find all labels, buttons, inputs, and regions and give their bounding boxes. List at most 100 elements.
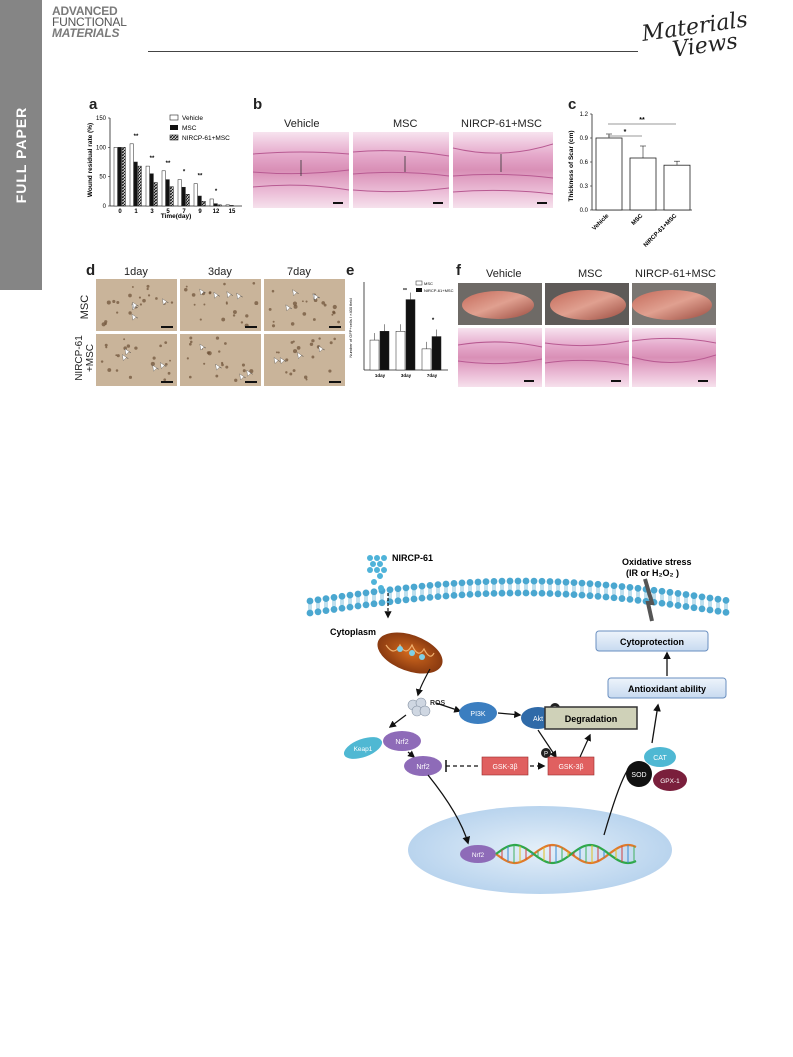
membrane-lipid-head <box>354 602 362 610</box>
panel-e-legend-msc: MSC <box>424 281 433 286</box>
membrane-lipid-head <box>626 583 634 591</box>
panel-d-arrow <box>132 301 139 309</box>
panel-d-cell <box>292 301 298 306</box>
panel-d-cell <box>293 349 298 354</box>
membrane-lipid-head <box>690 592 698 600</box>
panel-a-ytick-label: 50 <box>99 175 106 181</box>
panel-a-bar <box>153 182 158 207</box>
panel-e-legend: MSC NIRCP-61+MSC <box>415 280 454 293</box>
panel-d-cell <box>241 363 246 367</box>
panel-d-cell <box>101 322 106 327</box>
panel-d-cell <box>186 357 189 360</box>
panel-c-ylabel: Thickness of Scar (cm) <box>568 130 575 201</box>
membrane-lipid-head <box>562 590 570 598</box>
panel-a-bar <box>169 186 174 207</box>
panel-d-cell <box>223 282 226 286</box>
gsk3b-label: GSK-3β <box>492 764 517 771</box>
panel-d-cell <box>328 369 332 373</box>
panel-d-col-3day: 3day <box>208 266 232 278</box>
nrf2-nuclear-node: Nrf2 <box>460 845 496 863</box>
panel-c-xtick-label: NIRCP-61+MSC <box>643 213 679 249</box>
panel-a-legend: Vehicle MSC NIRCP-61+MSC <box>169 114 230 142</box>
panel-f-histo-vehicle <box>458 328 542 387</box>
cat-node: CAT <box>644 747 676 767</box>
panel-d-cell <box>123 346 127 350</box>
panel-e-xtick-label: 3day <box>401 373 412 378</box>
panel-d-cell <box>245 314 249 318</box>
panel-c-bar <box>595 137 623 211</box>
panel-a-bar <box>161 170 166 207</box>
membrane-lipid-head <box>698 605 706 613</box>
panel-d-cell <box>191 293 196 297</box>
membrane-lipid-head <box>562 578 570 586</box>
membrane-lipid-head <box>714 607 722 615</box>
membrane-lipid-head <box>666 588 674 596</box>
membrane-lipid-head <box>546 578 554 585</box>
panel-d-cell <box>128 311 132 315</box>
panel-d-cell <box>199 318 202 321</box>
panel-a-bar <box>121 147 126 207</box>
membrane-lipid-head <box>442 592 450 600</box>
panel-d-cell <box>123 338 126 341</box>
membrane-lipid-head <box>498 577 506 585</box>
panel-a-bar <box>149 173 154 207</box>
panel-d-cell <box>271 324 276 328</box>
panel-d-cell <box>332 311 336 315</box>
panel-d-arrow <box>297 352 304 359</box>
panel-c-label: c <box>568 96 577 113</box>
membrane-lipid-head <box>474 578 482 586</box>
panel-d-scale-bar <box>161 381 173 383</box>
membrane-lipid-head <box>706 606 714 614</box>
panel-d-cell <box>311 355 315 359</box>
panel-d-cell <box>331 313 334 316</box>
membrane-lipid-head <box>426 581 434 589</box>
membrane-lipid-head <box>474 590 482 598</box>
panel-a-ylabel: Wound residual rate (%) <box>87 123 94 197</box>
panel-d-cell <box>323 303 327 307</box>
panel-a-xtick-label: 9 <box>198 209 202 215</box>
panel-d-cell <box>128 375 133 379</box>
panel-e-bar <box>379 331 390 371</box>
membrane-lipid-head <box>658 599 666 607</box>
membrane-lipid-head <box>354 590 362 598</box>
membrane-lipid-head <box>482 578 490 586</box>
panel-d-cell <box>138 296 142 299</box>
cytoprotection-box: Cytoprotection <box>595 630 709 652</box>
panel-c-ytick-label: 0.6 <box>580 160 589 166</box>
membrane-lipid-head <box>418 594 426 602</box>
panel-a-bar <box>185 194 190 207</box>
panel-d-cell <box>189 340 193 344</box>
cat-label: CAT <box>653 755 667 762</box>
panel-d-cell <box>207 351 212 356</box>
membrane-lipid-head <box>722 609 730 616</box>
membrane-lipid-head <box>378 599 386 607</box>
membrane-lipid-head <box>458 579 466 587</box>
panel-d-cell <box>252 281 256 285</box>
ros-cluster-icon <box>407 697 431 717</box>
header-rule <box>148 51 638 52</box>
panel-d-cell <box>189 342 192 346</box>
antioxidant-ability-box: Antioxidant ability <box>607 677 727 699</box>
membrane-lipid-head <box>698 593 706 601</box>
panel-d-cell <box>193 303 196 306</box>
panel-d-arrow <box>236 292 243 300</box>
panel-a-ytick-label: 150 <box>96 116 107 122</box>
panel-d-arrow <box>239 373 246 381</box>
membrane-lipid-head <box>490 589 498 597</box>
membrane-lipid-head <box>410 583 418 591</box>
panel-a-xtick-label: 5 <box>166 209 170 215</box>
membrane-lipid-head <box>514 589 522 597</box>
panel-e-sig-7day: * <box>432 318 435 324</box>
nircp-nanoparticles <box>367 555 387 591</box>
panel-d-col-7day: 7day <box>287 266 311 278</box>
membrane-lipid-head <box>618 595 626 602</box>
panel-d-cell <box>304 375 308 379</box>
membrane-lipid-head <box>370 588 378 596</box>
legend-swatch-msc <box>170 125 178 130</box>
panel-d-cell <box>134 346 138 350</box>
panel-d-cell <box>188 375 192 379</box>
panel-d-cell <box>329 341 333 345</box>
nrf2-bound-label: Nrf2 <box>395 739 408 746</box>
panel-d-cell <box>170 301 174 304</box>
